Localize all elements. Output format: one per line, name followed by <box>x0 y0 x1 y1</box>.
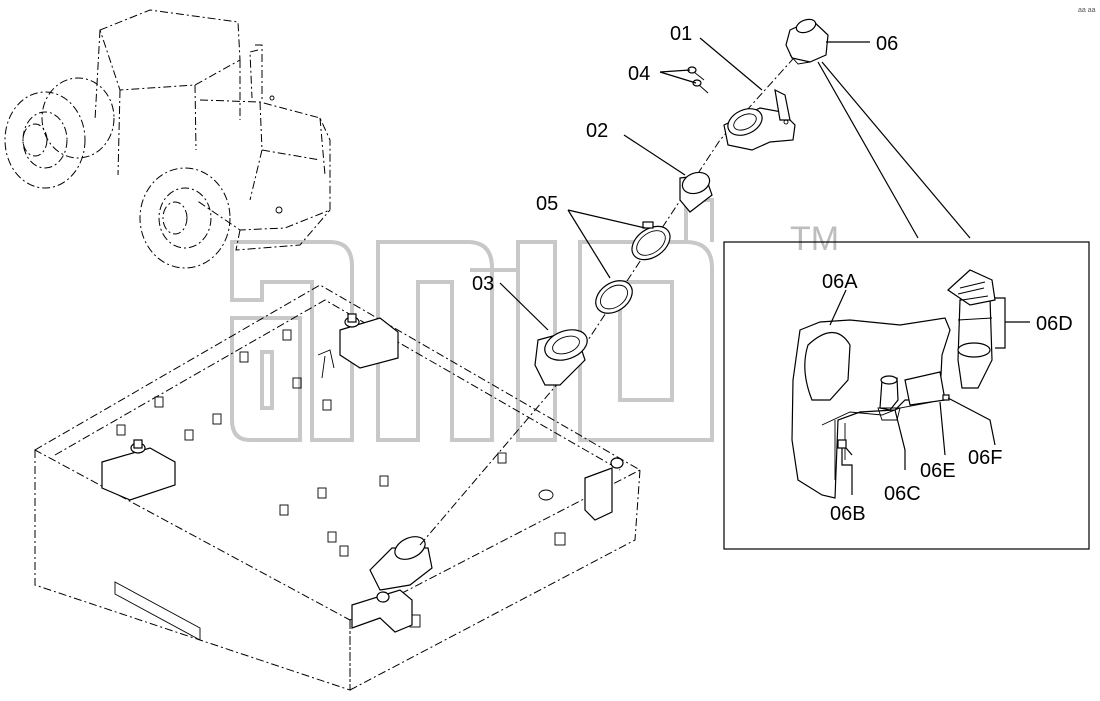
callout-06a: 06A <box>822 271 858 293</box>
screws-04 <box>687 66 709 94</box>
loader-outline <box>4 9 331 269</box>
callout-06: 06 <box>876 33 898 55</box>
neck-01 <box>723 88 796 151</box>
watermark-trademark: TM <box>790 220 839 258</box>
clamps-05 <box>595 221 671 314</box>
callout-04: 04 <box>628 63 650 85</box>
callout-06d: 06D <box>1036 313 1073 335</box>
detail-box <box>723 241 1090 550</box>
callout-02: 02 <box>586 120 608 142</box>
callout-06f: 06F <box>968 447 1002 469</box>
callout-06c: 06C <box>884 483 921 505</box>
callout-06e: 06E <box>920 460 956 482</box>
callout-03: 03 <box>472 273 494 295</box>
callout-01: 01 <box>670 23 692 45</box>
tube-02 <box>679 171 713 213</box>
callout-05: 05 <box>536 193 558 215</box>
leader-lines <box>499 37 971 331</box>
corner-note: aa aa <box>1078 7 1096 14</box>
cap-06 <box>785 18 829 65</box>
compartment-panel <box>33 284 642 691</box>
watermark-logo: TM <box>230 198 839 442</box>
callout-06b: 06B <box>830 503 866 525</box>
hose-03 <box>534 329 588 386</box>
